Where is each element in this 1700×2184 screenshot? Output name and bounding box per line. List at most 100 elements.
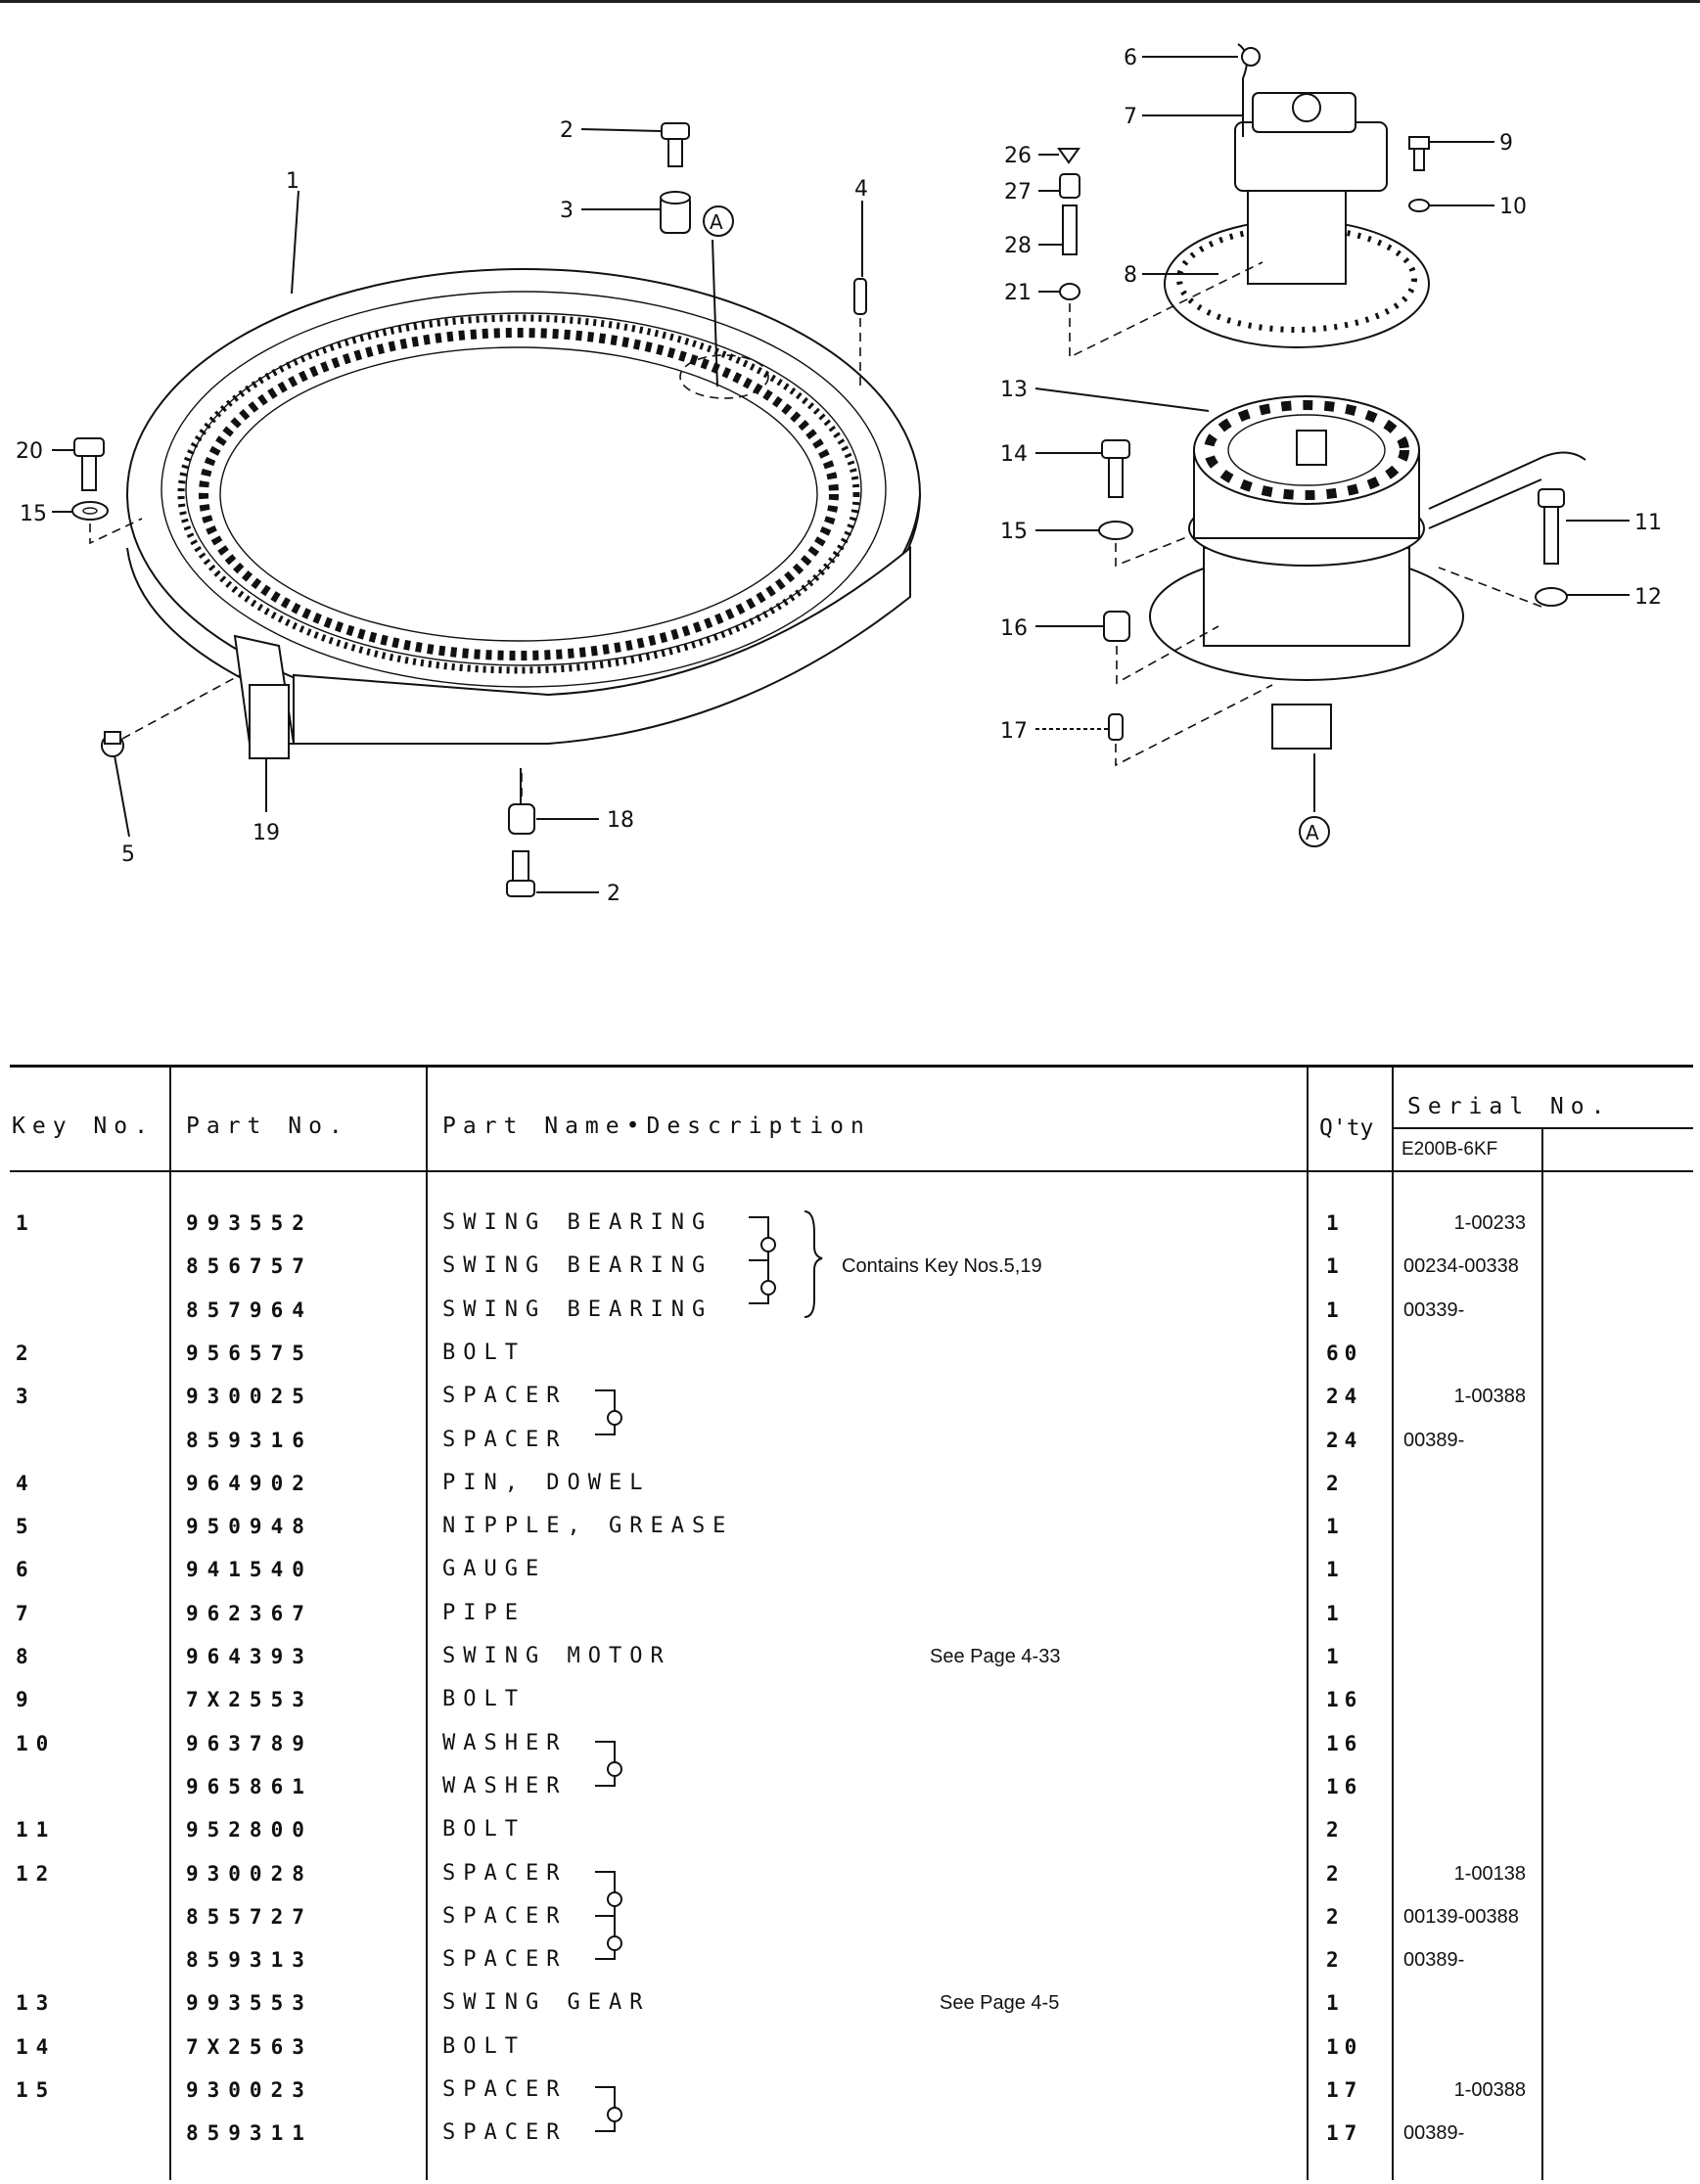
part-name-cell: BOLT	[442, 1817, 526, 1843]
view-marker-a-bottom: A	[1306, 821, 1319, 844]
serial-cell: 1-00388	[1453, 1386, 1526, 1408]
callout-10: 10	[1499, 195, 1527, 219]
qty-cell: 2	[1326, 1904, 1345, 1929]
part-no-cell: 941540	[186, 1558, 313, 1582]
motor-small-parts	[1057, 136, 1430, 359]
qty-cell: 16	[1326, 1774, 1363, 1798]
part-name-cell: SPACER	[442, 1860, 568, 1886]
qty-cell: 1	[1326, 1601, 1345, 1625]
qty-cell: 1	[1326, 1254, 1345, 1279]
serial-cell: 00389-	[1403, 1429, 1465, 1451]
qty-cell: 2	[1326, 1471, 1345, 1495]
part-name-cell: NIPPLE, GREASE	[442, 1514, 734, 1539]
part-no-cell: 859313	[186, 1948, 313, 1973]
callout-leaders	[52, 56, 1630, 893]
supersession-brackets	[595, 1210, 823, 2132]
col-rule-desc	[426, 1065, 428, 2180]
part-name-cell: WASHER	[442, 1730, 568, 1755]
callout-14: 14	[1000, 442, 1028, 467]
key-no-cell: 5	[16, 1515, 36, 1539]
part-no-cell: 964902	[186, 1471, 313, 1495]
col-rule-qty	[1307, 1065, 1309, 2180]
part-no-cell: 962367	[186, 1601, 313, 1625]
part-name-cell: SPACER	[442, 1903, 568, 1929]
callout-16: 16	[1000, 616, 1028, 641]
callout-5: 5	[121, 842, 135, 867]
serial-cell: 00139-00388	[1403, 1905, 1519, 1928]
part-name-cell: SPACER	[442, 1947, 568, 1973]
header-bottom-rule	[10, 1170, 1693, 1172]
part-no-cell: 930025	[186, 1385, 313, 1409]
part-no-cell: 952800	[186, 1818, 313, 1843]
serial-cell: 00234-00338	[1403, 1255, 1519, 1278]
remark-cell: Contains Key Nos.5,19	[842, 1255, 1042, 1277]
key-no-cell: 9	[16, 1688, 36, 1712]
key-no-cell: 3	[16, 1385, 36, 1409]
col-rule-serial	[1392, 1065, 1394, 2180]
qty-cell: 16	[1326, 1731, 1363, 1755]
top-border	[0, 0, 1700, 3]
callout-21: 21	[1004, 281, 1032, 305]
header-key-no: Key No.	[12, 1114, 155, 1139]
key-no-cell: 8	[16, 1645, 36, 1668]
qty-cell: 1	[1326, 1991, 1345, 2016]
callout-1: 1	[286, 169, 299, 194]
view-markers: A A	[703, 205, 1330, 847]
callout-18: 18	[607, 808, 634, 833]
header-part-no: Part No.	[186, 1114, 349, 1139]
callout-12: 12	[1634, 585, 1662, 610]
qty-cell: 17	[1326, 2121, 1363, 2146]
swing-motor-illustration	[1164, 43, 1430, 348]
callout-26: 26	[1004, 144, 1032, 168]
bolt-illustrations-left	[71, 122, 867, 897]
callout-7: 7	[1124, 105, 1137, 129]
qty-cell: 16	[1326, 1688, 1363, 1712]
key-no-cell: 12	[16, 1861, 57, 1886]
bracket-spacer-15	[595, 2086, 622, 2132]
remark-cell: See Page 4-5	[940, 1992, 1060, 2015]
callout-4: 4	[854, 177, 868, 202]
callout-20: 20	[16, 439, 43, 464]
part-no-cell: 7X2553	[186, 1688, 313, 1712]
key-no-cell: 10	[16, 1731, 57, 1755]
part-no-cell: 859311	[186, 2121, 313, 2146]
part-name-cell: SWING BEARING	[442, 1297, 713, 1322]
part-no-cell: 930028	[186, 1861, 313, 1886]
part-no-cell: 856757	[186, 1254, 313, 1279]
part-no-cell: 7X2563	[186, 2034, 313, 2059]
qty-cell: 24	[1326, 1385, 1363, 1409]
qty-cell: 10	[1326, 2034, 1363, 2059]
header-serial-no: Serial No.	[1407, 1094, 1612, 1119]
part-no-cell: 965861	[186, 1774, 313, 1798]
bracket-swing-bearing	[749, 1210, 823, 1318]
swing-gear-illustration	[1098, 395, 1586, 812]
qty-cell: 1	[1326, 1515, 1345, 1539]
part-name-cell: BOLT	[442, 1340, 526, 1365]
table-row: 10 963789 WASHER 16	[10, 1722, 1693, 1765]
remark-cell: See Page 4-33	[930, 1646, 1061, 1667]
callout-2: 2	[560, 118, 574, 143]
serial-cell: 00339-	[1403, 1298, 1465, 1321]
callout-28: 28	[1004, 234, 1032, 258]
header-serial-model: E200B-6KF	[1401, 1139, 1498, 1160]
serial-cell: 00389-	[1403, 1949, 1465, 1972]
view-marker-a-top: A	[710, 210, 723, 234]
qty-cell: 1	[1326, 1297, 1345, 1322]
key-no-cell: 11	[16, 1818, 57, 1843]
part-no-cell: 963789	[186, 1731, 313, 1755]
callout-8: 8	[1124, 263, 1137, 288]
swing-bearing-illustration	[126, 268, 921, 759]
col-rule-serial-sub	[1541, 1127, 1543, 2180]
callout-11: 11	[1634, 511, 1662, 535]
part-no-cell: 857964	[186, 1297, 313, 1322]
